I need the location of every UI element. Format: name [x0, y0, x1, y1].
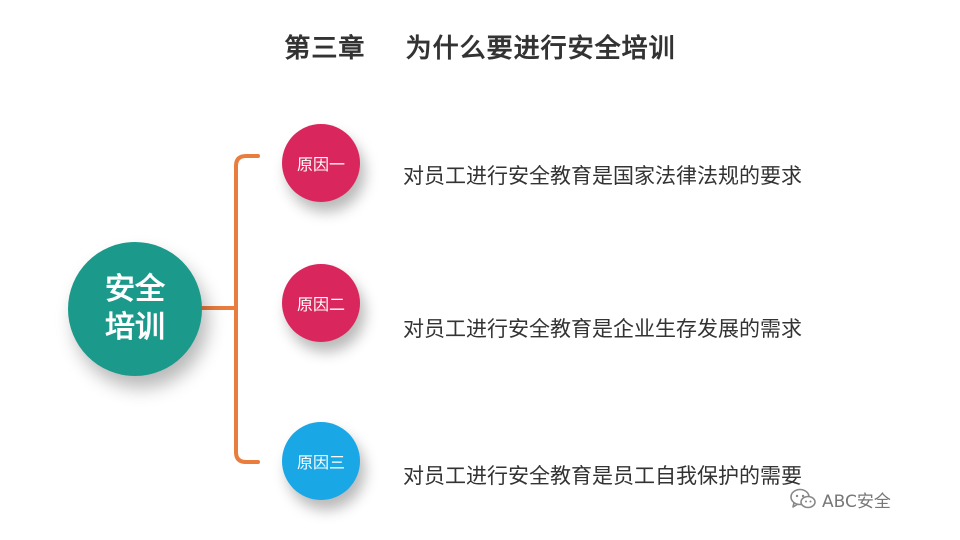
reason-node-1: 原因一 [282, 124, 360, 202]
reason-text-2: 对员工进行安全教育是企业生存发展的需求 [403, 317, 802, 341]
reason-node-2: 原因二 [282, 264, 360, 342]
wechat-icon [790, 488, 816, 509]
center-node-label: 安全培训 [105, 272, 165, 345]
reason-label: 原因一 [296, 155, 345, 174]
reason-label: 原因三 [296, 453, 345, 472]
reason-label: 原因二 [296, 295, 345, 314]
reason-text-3: 对员工进行安全教育是员工自我保护的需要 [403, 464, 802, 488]
watermark: ABC安全 [790, 485, 891, 513]
page-title: 第三章 为什么要进行安全培训 [284, 34, 676, 64]
reason-text-1: 对员工进行安全教育是国家法律法规的要求 [403, 164, 802, 188]
center-node: 安全培训 [68, 242, 202, 376]
reason-node-3: 原因三 [282, 422, 360, 500]
watermark-text: ABC安全 [822, 491, 891, 512]
